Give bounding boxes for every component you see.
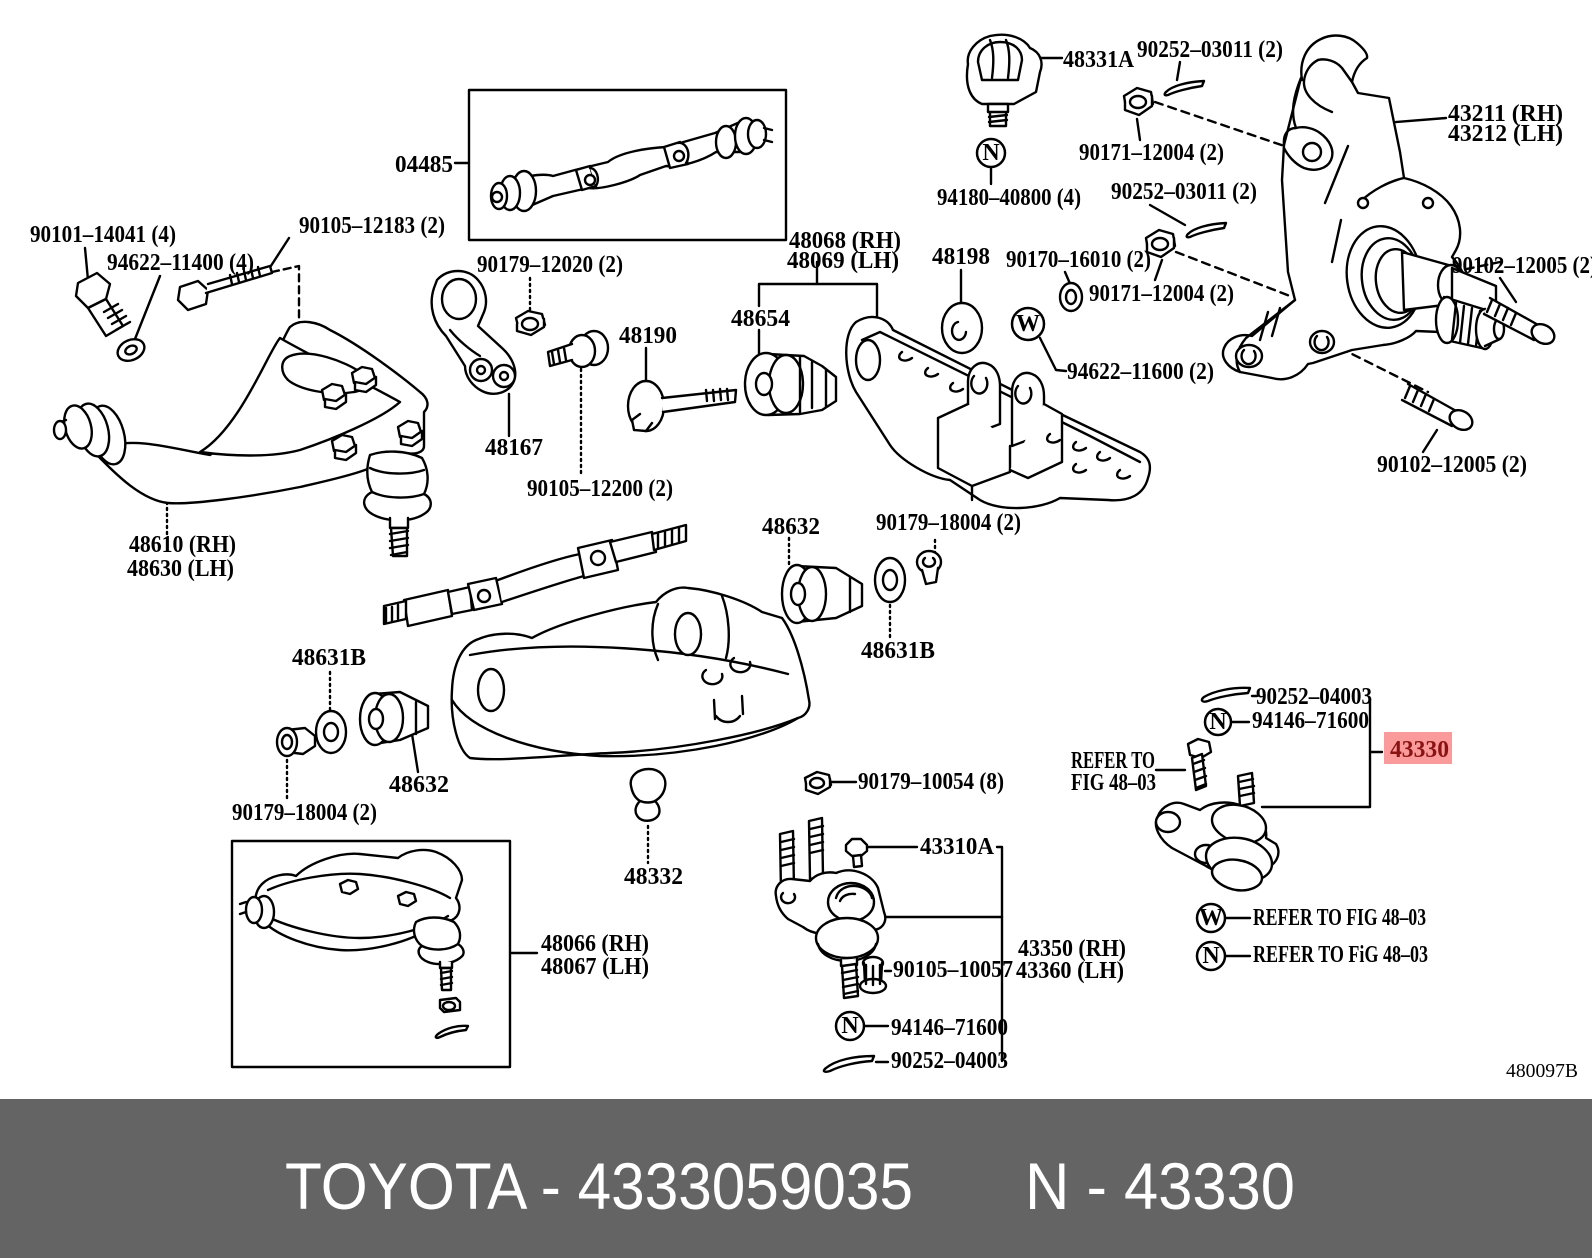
svg-text:90179–10054 (8): 90179–10054 (8) — [858, 769, 1004, 795]
svg-text:90179–18004 (2): 90179–18004 (2) — [232, 800, 377, 826]
svg-text:90171–12004 (2): 90171–12004 (2) — [1089, 281, 1234, 307]
svg-text:48631B: 48631B — [861, 638, 935, 664]
svg-text:90102–12005 (2): 90102–12005 (2) — [1377, 452, 1527, 478]
svg-text:480097B: 480097B — [1506, 1060, 1578, 1082]
svg-text:48066 (RH): 48066 (RH) — [541, 931, 649, 957]
svg-text:94180–40800 (4): 94180–40800 (4) — [937, 185, 1081, 211]
svg-text:48067 (LH): 48067 (LH) — [541, 954, 649, 980]
svg-text:48069 (LH): 48069 (LH) — [787, 248, 899, 274]
svg-text:48331A: 48331A — [1063, 47, 1135, 73]
svg-text:N: N — [982, 140, 1000, 166]
svg-text:90105–12183 (2): 90105–12183 (2) — [299, 213, 445, 239]
svg-text:04485: 04485 — [395, 152, 453, 178]
svg-text:REFER TO FIG 48–03: REFER TO FIG 48–03 — [1253, 905, 1426, 931]
svg-text:N - 43330: N - 43330 — [1025, 1149, 1295, 1223]
svg-text:N: N — [1202, 943, 1220, 969]
svg-text:90170–16010 (2): 90170–16010 (2) — [1006, 247, 1151, 273]
svg-text:48632: 48632 — [762, 514, 820, 540]
svg-text:REFER TO: REFER TO — [1071, 748, 1155, 774]
svg-text:43360 (LH): 43360 (LH) — [1016, 958, 1124, 984]
svg-text:48198: 48198 — [932, 244, 990, 270]
svg-text:48332: 48332 — [624, 864, 683, 890]
svg-text:90102–12005 (2): 90102–12005 (2) — [1452, 253, 1592, 279]
svg-text:43212 (LH): 43212 (LH) — [1448, 121, 1563, 147]
svg-text:43350 (RH): 43350 (RH) — [1018, 936, 1126, 962]
svg-text:90252–04003: 90252–04003 — [1256, 684, 1372, 710]
svg-text:48630 (LH): 48630 (LH) — [127, 556, 234, 582]
svg-text:90252–03011 (2): 90252–03011 (2) — [1137, 37, 1283, 63]
svg-text:94146–71600: 94146–71600 — [1252, 708, 1369, 734]
svg-text:48632: 48632 — [389, 772, 449, 798]
svg-text:90105–12200 (2): 90105–12200 (2) — [527, 476, 673, 502]
svg-text:94146–71600: 94146–71600 — [891, 1015, 1008, 1041]
svg-text:90171–12004 (2): 90171–12004 (2) — [1079, 140, 1224, 166]
svg-text:94622–11400 (4): 94622–11400 (4) — [107, 250, 254, 276]
svg-text:90179–18004 (2): 90179–18004 (2) — [876, 510, 1021, 536]
svg-text:90252–03011 (2): 90252–03011 (2) — [1111, 179, 1257, 205]
svg-text:43211 (RH): 43211 (RH) — [1448, 101, 1563, 127]
svg-text:90252–04003: 90252–04003 — [891, 1048, 1008, 1074]
svg-text:94622–11600 (2): 94622–11600 (2) — [1067, 359, 1214, 385]
svg-text:N: N — [1209, 709, 1227, 735]
svg-text:W: W — [1016, 311, 1040, 337]
svg-text:48654: 48654 — [731, 306, 790, 332]
svg-text:48631B: 48631B — [292, 645, 366, 671]
svg-text:90179–12020 (2): 90179–12020 (2) — [477, 252, 623, 278]
svg-text:TOYOTA - 4333059035: TOYOTA - 4333059035 — [285, 1149, 913, 1223]
svg-text:90105–10057: 90105–10057 — [893, 957, 1013, 983]
svg-text:W: W — [1199, 905, 1223, 931]
svg-text:N: N — [841, 1013, 859, 1039]
svg-text:43310A: 43310A — [920, 834, 995, 860]
svg-text:REFER TO FiG 48–03: REFER TO FiG 48–03 — [1253, 942, 1428, 968]
svg-text:48190: 48190 — [619, 323, 677, 349]
svg-text:48068 (RH): 48068 (RH) — [789, 228, 901, 254]
svg-text:FIG 48–03: FIG 48–03 — [1071, 770, 1156, 796]
svg-text:48167: 48167 — [485, 435, 543, 461]
svg-text:43330: 43330 — [1390, 737, 1449, 763]
svg-text:48610 (RH): 48610 (RH) — [129, 532, 236, 558]
svg-text:90101–14041 (4): 90101–14041 (4) — [30, 222, 176, 248]
